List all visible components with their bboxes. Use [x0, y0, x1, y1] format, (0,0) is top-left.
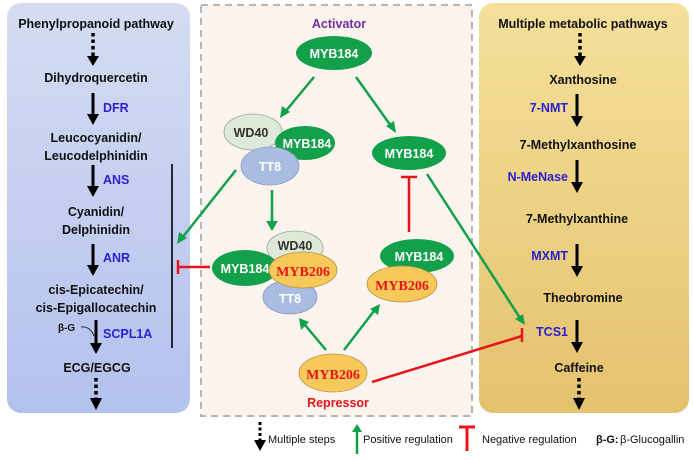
enzyme-7-nmt: 7-NMT	[530, 101, 569, 115]
node-repressive-complex: WD40 TT8 MYB184 MYB206	[212, 230, 338, 315]
node-label: WD40	[234, 126, 269, 140]
legend: Multiple steps Positive regulation Negat…	[254, 422, 684, 454]
node-label: TT8	[259, 160, 281, 174]
legend-negative-regulation-label: Negative regulation	[482, 434, 577, 446]
node-myb184-myb206-complex: MYB184 MYB206	[366, 239, 454, 303]
compound-ecg-egcg: ECG/EGCG	[63, 361, 130, 375]
enzyme-mxmt: MXMT	[531, 249, 568, 263]
multiple-steps-arrow-right-top	[574, 33, 586, 66]
reaction-arrow-n-menase	[571, 160, 583, 193]
legend-bg-key: β-G:	[596, 434, 619, 446]
edge-tt8-to-bracket	[181, 169, 237, 239]
myb184	[380, 239, 454, 273]
reaction-arrow-ans	[87, 165, 99, 197]
right-pathway-panel	[479, 3, 689, 413]
node-label: MYB184	[395, 250, 444, 264]
compound-cis-epigallocatechin: cis-Epigallocatechin	[36, 301, 157, 315]
node-label: MYB184	[221, 262, 270, 276]
positive-regulation-edges	[181, 76, 522, 351]
legend-negative-regulation-icon	[459, 425, 475, 451]
reaction-arrow-scpl1a	[80, 320, 102, 354]
compound-theobromine: Theobromine	[543, 291, 622, 305]
compound-dihydroquercetin: Dihydroquercetin	[44, 71, 148, 85]
enzyme-anr: ANR	[103, 251, 130, 265]
left-pathway-panel	[7, 3, 190, 413]
multiple-steps-arrow-left-bottom	[90, 378, 102, 410]
compound-cis-epicatechin: cis-Epicatechin/	[48, 283, 144, 297]
node-myb206-repressor: MYB206	[298, 353, 368, 393]
myb206	[268, 251, 338, 289]
legend-positive-regulation-icon	[352, 424, 362, 454]
edge-myb184-to-complex	[284, 76, 315, 113]
reaction-arrow-tcs1	[571, 320, 583, 353]
enzyme-tcs1: TCS1	[536, 325, 568, 339]
compound-leucodelphinidin: Leucodelphinidin	[44, 149, 147, 163]
node-label: WD40	[278, 239, 313, 253]
compound-7-methylxanthosine: 7-Methylxanthosine	[520, 138, 637, 152]
reaction-arrow-mxmt	[571, 244, 583, 277]
reaction-arrow-7nmt	[571, 94, 583, 127]
myb206	[366, 265, 438, 303]
compound-delphinidin: Delphinidin	[62, 223, 130, 237]
node-label: MYB184	[385, 147, 434, 161]
reaction-arrow-anr	[87, 244, 99, 276]
legend-positive-regulation-label: Positive regulation	[363, 434, 453, 446]
legend-multiple-steps-label: Multiple steps	[268, 434, 336, 446]
wd40	[223, 113, 283, 151]
myb184	[212, 250, 278, 286]
node-label: MYB184	[310, 47, 359, 61]
edge-myb206-inhibits-tcs1	[371, 334, 523, 384]
legend-bg-value: β-Glucogallin	[620, 434, 684, 446]
node-label: TT8	[279, 292, 301, 306]
edge-myb184-to-tcs1	[425, 173, 522, 319]
reaction-arrow-dfr	[87, 93, 99, 125]
left-panel-title: Phenylpropanoid pathway	[18, 17, 174, 31]
enzyme-n-menase: N-MeNase	[508, 170, 568, 184]
node-label: MYB206	[375, 279, 429, 294]
regulator-panel	[200, 4, 473, 417]
tt8	[240, 146, 300, 186]
compound-xanthosine: Xanthosine	[549, 73, 616, 87]
compound-cyanidin: Cyanidin/	[68, 205, 125, 219]
node-label: MYB206	[306, 368, 360, 383]
multiple-steps-arrow-left-top	[87, 33, 99, 66]
positive-arrowheads	[177, 106, 525, 330]
node-complex-wd40-myb184-tt8: WD40 MYB184 TT8	[223, 113, 335, 186]
compound-caffeine: Caffeine	[554, 361, 603, 375]
node-myb184-right: MYB184	[372, 136, 446, 170]
enzyme-dfr: DFR	[103, 101, 129, 115]
legend-multiple-steps-icon	[254, 422, 266, 451]
node-label: MYB206	[276, 265, 330, 280]
right-panel-title: Multiple metabolic pathways	[498, 17, 668, 31]
myb184	[275, 126, 335, 160]
edge-myb184-to-myb184	[354, 76, 393, 127]
negative-regulation-edges	[176, 175, 524, 384]
enzyme-scpl1a: SCPL1A	[103, 327, 152, 341]
edge-myb206-to-myb184	[343, 310, 375, 351]
multiple-steps-arrow-right-bottom	[573, 378, 585, 410]
enzyme-ans: ANS	[103, 173, 129, 187]
compound-7-methylxanthine: 7-Methylxanthine	[526, 212, 628, 226]
node-myb184-activator: MYB184	[296, 36, 372, 70]
repressor-label: Repressor	[307, 396, 369, 410]
node-label: MYB184	[283, 137, 332, 151]
edge-myb206-to-complex	[304, 324, 327, 351]
activator-label: Activator	[312, 17, 366, 31]
compound-leucocyanidin: Leucocyanidin/	[51, 131, 143, 145]
substrate-beta-g: β-G	[58, 323, 75, 334]
